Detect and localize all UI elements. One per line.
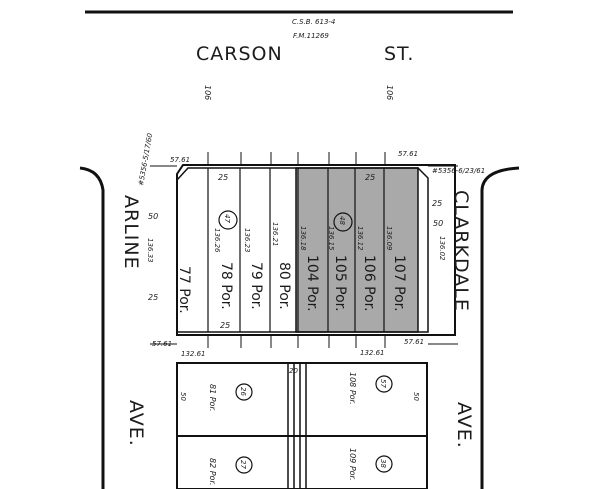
street-carson-suffix: ST. — [384, 43, 414, 65]
boundary-ticks — [150, 152, 458, 348]
lot-108: 108 Por. — [348, 372, 357, 405]
parcel-105: 105 Por. — [332, 255, 348, 312]
right-depth: 136.02 — [438, 236, 446, 261]
depth-107: 136.09 — [385, 226, 393, 251]
right-top-dim: 25 — [432, 199, 442, 208]
parcel-106: 106 Por. — [361, 255, 377, 312]
circle-26: 26 — [239, 387, 247, 396]
corner-top-left: 57.61 — [170, 156, 190, 164]
street-carson: CARSON — [196, 43, 283, 65]
lower-right-dim: 50 — [412, 392, 420, 401]
parcel-circles: 47 48 — [218, 210, 353, 232]
depth-80: 136.21 — [271, 222, 279, 247]
top-right-width: 25 — [365, 173, 375, 182]
block-inner — [176, 167, 429, 333]
depth-105: 136.15 — [327, 226, 335, 251]
lot-81: 81 Por. — [208, 384, 217, 412]
street-clarkdale: CLARKDALE — [450, 190, 472, 312]
alley — [287, 363, 307, 489]
header-ref: C.S.B. 613-4 — [292, 18, 335, 26]
alley-label: 20 — [289, 367, 298, 375]
street-clarkdale-suffix: AVE. — [453, 402, 475, 449]
parcel-80: 80 Por. — [276, 262, 292, 310]
depth-78: 136.26 — [213, 228, 221, 253]
street-arline: ARLINE — [120, 195, 142, 270]
left-depth: 136.33 — [146, 238, 154, 263]
lot-dividers — [207, 168, 385, 332]
parcel-79: 79 Por. — [248, 262, 264, 310]
note-left: #5356-5/17/60 — [137, 132, 154, 186]
circle-38: 38 — [379, 459, 387, 468]
right-mid-dim: 50 — [433, 219, 443, 228]
parcel-77: 77 Por. — [176, 266, 192, 314]
curb-left-top — [79, 166, 105, 489]
circle-48: 48 — [338, 216, 346, 225]
corner-top-right: 57.61 — [398, 150, 418, 158]
corner-bottom-left: 57.61 — [152, 340, 172, 348]
top-left-width: 25 — [218, 173, 228, 182]
parcel-78: 78 Por. — [218, 262, 234, 310]
parcel-107: 107 Por. — [391, 255, 407, 312]
circle-27: 27 — [239, 460, 247, 469]
bottom-mid-left: 132.61 — [181, 350, 206, 358]
header-ref-2: F.M.11269 — [293, 32, 329, 40]
depth-79: 136.23 — [243, 228, 251, 253]
depth-104: 136.18 — [299, 226, 307, 251]
circle-57: 57 — [379, 379, 387, 388]
corner-bottom-right: 57.61 — [404, 338, 424, 346]
circle-47: 47 — [223, 214, 231, 223]
curb-right-top — [480, 166, 520, 489]
depth-labels: 136.26 136.23 136.21 136.18 136.15 136.1… — [213, 222, 393, 253]
lower-circles: 26 27 57 38 — [235, 375, 393, 474]
note-right: #5356-6/23/61 — [432, 167, 485, 175]
carson-width-right: 106 — [385, 85, 394, 100]
depth-106: 136.12 — [356, 226, 364, 251]
parcel-104: 104 Por. — [304, 255, 320, 312]
left-bottom-dim: 25 — [148, 293, 158, 302]
street-arline-suffix: AVE. — [125, 400, 147, 447]
lot-82: 82 Por. — [208, 458, 217, 486]
lower-block — [176, 362, 428, 489]
left-mid-dim: 50 — [148, 212, 158, 221]
lower-left-dim: 50 — [179, 392, 187, 401]
carson-width-left: 106 — [203, 85, 212, 100]
lot-109: 109 Por. — [348, 448, 357, 481]
bottom-width: 25 — [220, 321, 230, 330]
bottom-mid-right: 132.61 — [360, 349, 385, 357]
parcel-labels: 77 Por. 78 Por. 79 Por. 80 Por. 104 Por.… — [176, 255, 407, 314]
